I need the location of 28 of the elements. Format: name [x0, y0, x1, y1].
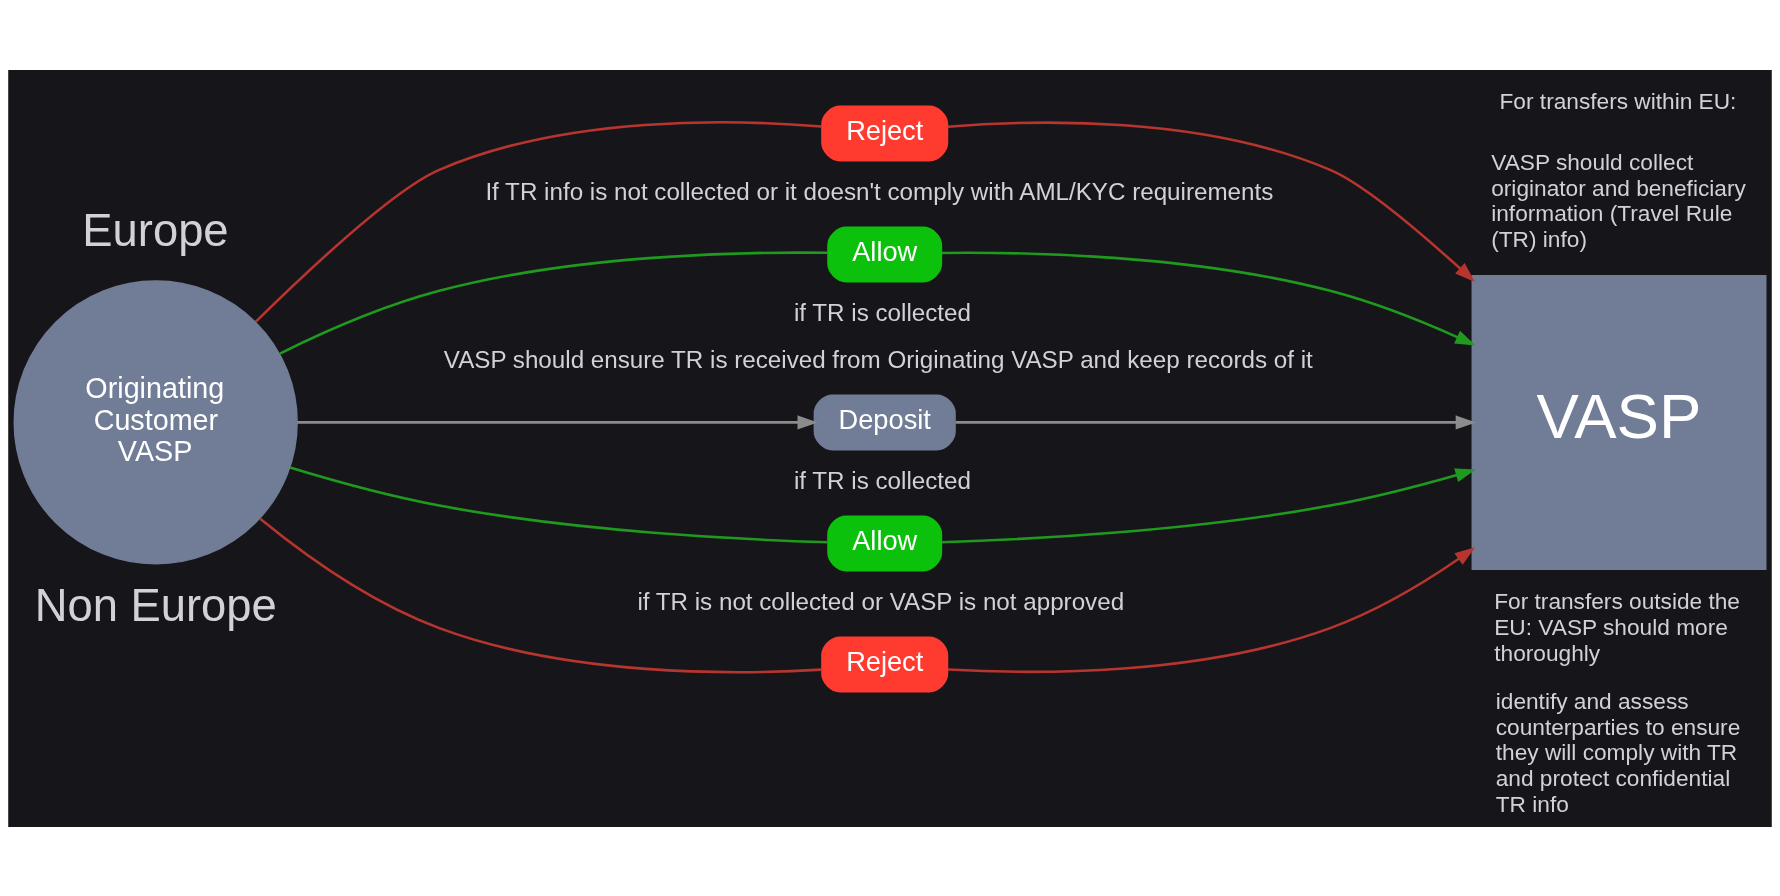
connector: [279, 250, 828, 355]
connector: [259, 517, 822, 673]
label: For transfers within EU:: [1499, 87, 1737, 114]
node-label: VASP should ensure TR is received from Originating VASP and keep records of it: [443, 345, 1313, 373]
arrow: [947, 546, 1476, 673]
arrow: [942, 467, 1476, 543]
node-label: if TR is collected: [793, 298, 971, 326]
arrow: [955, 414, 1476, 429]
node-box: Reject: [821, 105, 949, 161]
node-box: Reject: [821, 635, 949, 692]
connector: [254, 120, 822, 323]
node-box: Deposit: [813, 393, 956, 450]
connector: [289, 465, 828, 544]
node-box: Allow: [827, 226, 943, 282]
node-label: if TR is not collected or VASP is not approved: [637, 587, 1125, 615]
label: identify and assess counterparties to ensure they will comply with TR and protect confidential TR info: [1495, 687, 1741, 817]
node-box: Allow: [827, 514, 943, 571]
node-label: if TR is collected: [793, 466, 971, 494]
arrow: [297, 414, 818, 429]
node-circle: Originating Customer VASP: [13, 279, 298, 565]
arrow: [941, 251, 1476, 346]
label: For transfers outside the EU: VASP should more thoroughly: [1494, 587, 1740, 666]
arrow: [947, 120, 1475, 282]
label: Non Europe: [34, 579, 277, 631]
node-label: If TR info is not collected or it doesn't comply with AML/KYC requirements: [485, 177, 1274, 205]
label: VASP should collect originator and beneficiary information (Travel Rule (TR) info): [1491, 148, 1746, 252]
label: Europe: [82, 204, 229, 256]
node-box: VASP: [1471, 274, 1767, 570]
